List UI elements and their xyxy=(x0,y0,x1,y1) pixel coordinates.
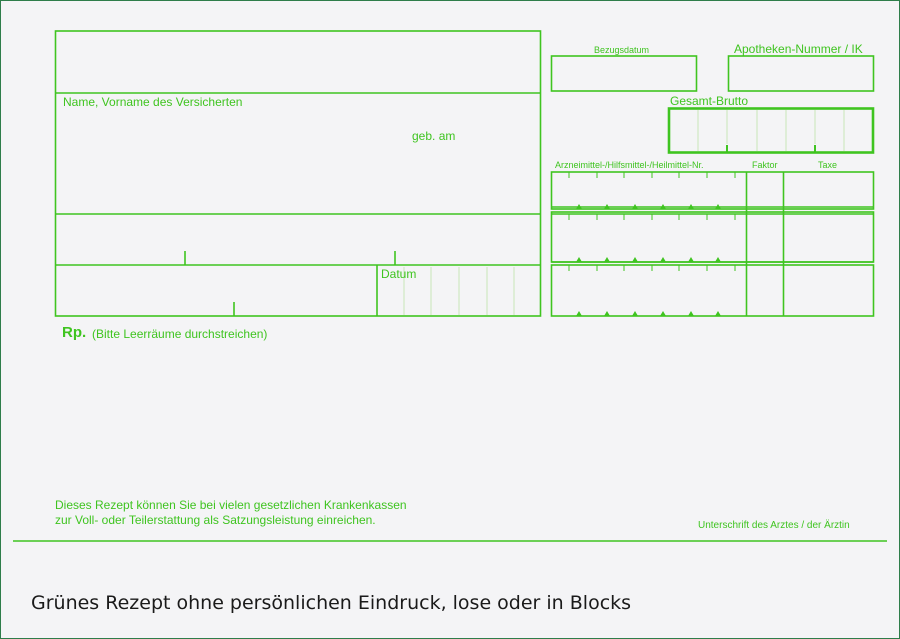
item-row-3 xyxy=(550,264,875,317)
rp-note: (Bitte Leerräume durchstreichen) xyxy=(92,327,268,341)
info-text-line-1: Dieses Rezept können Sie bei vielen gese… xyxy=(55,498,407,512)
date-digit-cells xyxy=(403,267,515,315)
item-number-label: Arzneimittel-/Hilfsmittel-/Heilmittel-Nr… xyxy=(555,160,704,170)
info-text-line-2: zur Voll- oder Teilerstattung als Satzun… xyxy=(55,513,376,527)
insured-name-label: Name, Vorname des Versicherten xyxy=(63,95,243,109)
delivery-date-label: Bezugsdatum xyxy=(594,45,650,55)
date-label: Datum xyxy=(381,267,417,281)
gross-total-label: Gesamt-Brutto xyxy=(670,94,749,108)
rp-label: Rp. xyxy=(62,324,87,341)
pharmacy-number-label: Apotheken-Nummer / IK xyxy=(734,42,863,56)
pharmacy-number-box xyxy=(727,55,875,92)
factor-label: Faktor xyxy=(752,160,778,170)
gross-total-box xyxy=(667,107,875,154)
birth-date-label: geb. am xyxy=(412,129,456,143)
gross-digit-cells xyxy=(697,110,845,151)
caption: Grünes Rezept ohne persönlichen Eindruck… xyxy=(31,592,632,614)
signature-label: Unterschrift des Arztes / der Ärztin xyxy=(698,520,850,531)
item-row-1 xyxy=(550,171,875,210)
patient-box xyxy=(54,30,542,317)
delivery-date-box xyxy=(550,55,698,92)
item-row-ticks xyxy=(568,172,736,271)
tax-label: Taxe xyxy=(818,160,838,170)
item-row-markers xyxy=(576,204,721,316)
item-row-2 xyxy=(550,211,875,263)
